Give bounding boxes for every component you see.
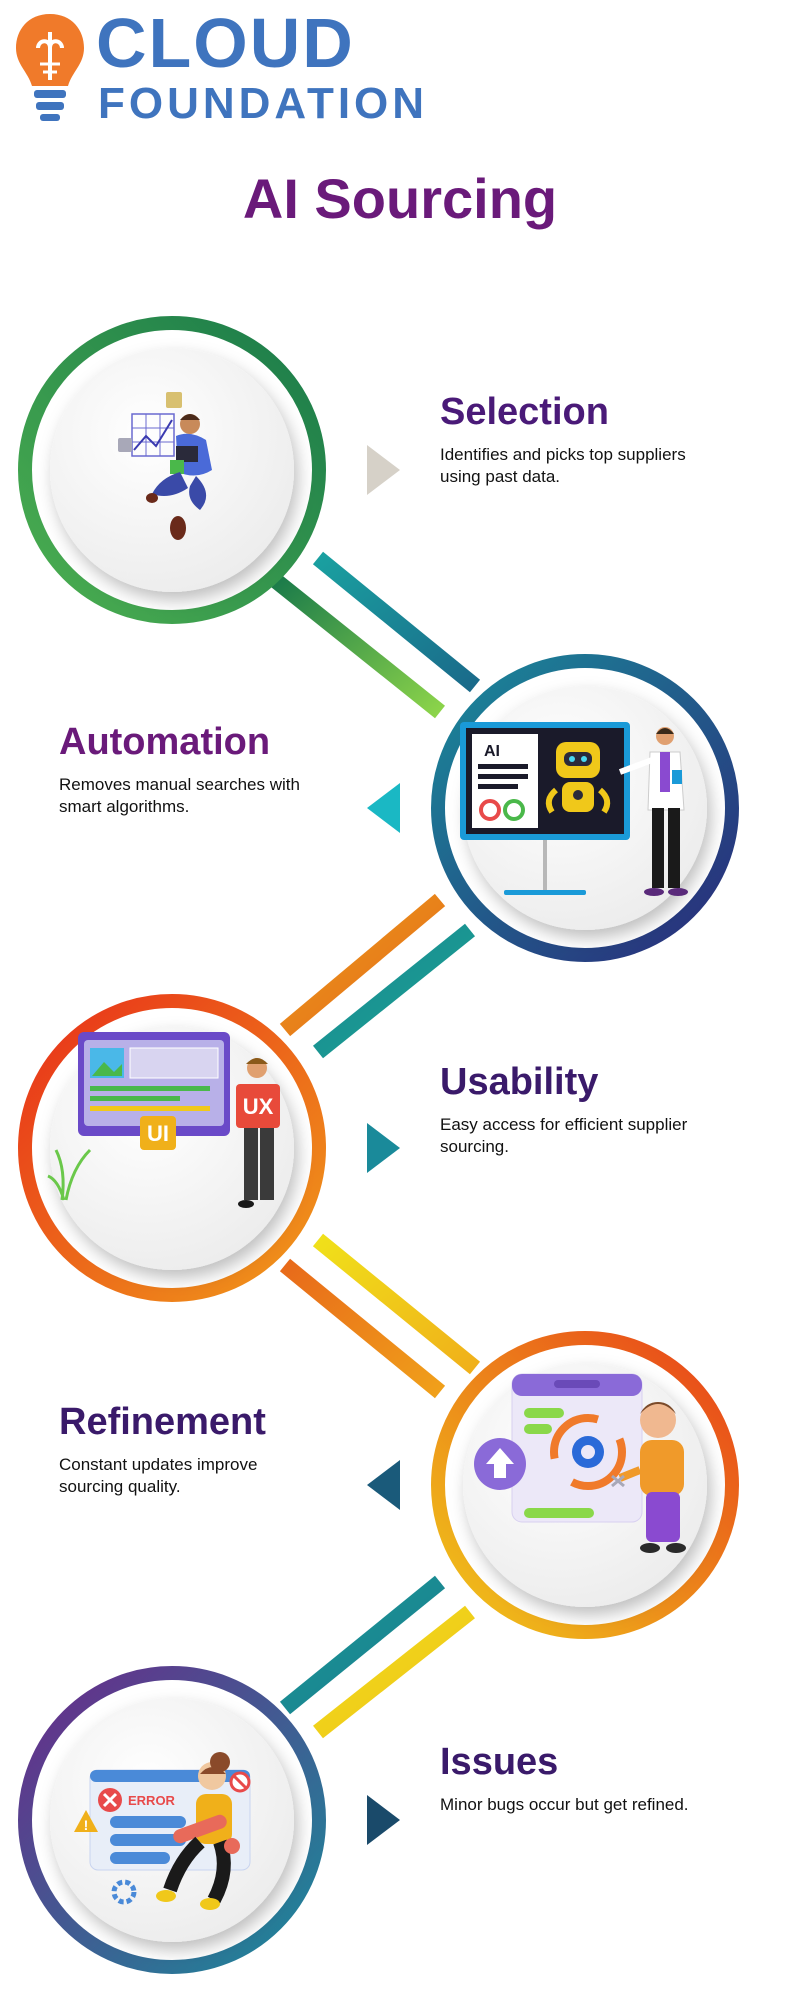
settings-upgrade-illustration bbox=[474, 1373, 686, 1553]
ux-label: UX bbox=[243, 1094, 274, 1119]
step-description: Constant updates improve sourcing qualit… bbox=[59, 1454, 258, 1496]
brand-name-line2: FOUNDATION bbox=[98, 79, 429, 128]
data-analyst-illustration bbox=[118, 392, 212, 540]
connector-2-outer bbox=[279, 893, 446, 1037]
connector-4-outer bbox=[279, 1575, 446, 1715]
brand-logo: CLOUD FOUNDATION bbox=[10, 8, 470, 128]
svg-text:!: ! bbox=[84, 1817, 89, 1833]
error-label: ERROR bbox=[128, 1793, 176, 1808]
bug-fixing-illustration: ERROR ! bbox=[74, 1752, 251, 1910]
connector-2-inner bbox=[312, 923, 476, 1059]
step-heading: Refinement bbox=[59, 1401, 266, 1443]
connector-3-outer bbox=[279, 1258, 446, 1399]
arrow-right-icon bbox=[367, 1123, 400, 1173]
step-usability: Usability Easy access for efficient supp… bbox=[440, 1061, 700, 1158]
step-heading: Selection bbox=[440, 391, 609, 433]
connector-1-outer bbox=[270, 573, 445, 719]
ui-ux-designer-illustration: UI UX bbox=[47, 1032, 280, 1208]
arrow-left-icon bbox=[367, 783, 400, 833]
connector-4-inner bbox=[313, 1605, 475, 1739]
arrow-right-icon bbox=[367, 445, 400, 495]
step-issues: Issues Minor bugs occur but get refined. bbox=[440, 1741, 700, 1816]
step-selection: Selection Identifies and picks top suppl… bbox=[440, 391, 700, 488]
step-heading: Issues bbox=[440, 1741, 559, 1783]
ai-robot-presentation-illustration: AI bbox=[460, 722, 688, 896]
step-description: Easy access for efficient supplier sourc… bbox=[440, 1114, 688, 1156]
step-heading: Usability bbox=[440, 1061, 599, 1103]
step-refinement: Refinement Constant updates improve sour… bbox=[59, 1401, 319, 1498]
connector-1-inner bbox=[312, 551, 481, 693]
page-title: AI Sourcing bbox=[242, 167, 558, 230]
lightbulb-icon bbox=[16, 14, 84, 121]
connector-3-inner bbox=[312, 1233, 481, 1375]
arrow-left-icon bbox=[367, 1460, 400, 1510]
step-heading: Automation bbox=[59, 721, 271, 763]
step-description: Removes manual searches with smart algor… bbox=[59, 774, 300, 816]
arrow-right-icon bbox=[367, 1795, 400, 1845]
ai-label: AI bbox=[484, 743, 500, 760]
brand-name-line1: CLOUD bbox=[96, 4, 355, 82]
step-automation: Automation Removes manual searches with … bbox=[59, 721, 319, 818]
step-description: Minor bugs occur but get refined. bbox=[440, 1794, 689, 1814]
ui-label: UI bbox=[147, 1121, 169, 1146]
step-description: Identifies and picks top suppliers using… bbox=[440, 444, 686, 486]
